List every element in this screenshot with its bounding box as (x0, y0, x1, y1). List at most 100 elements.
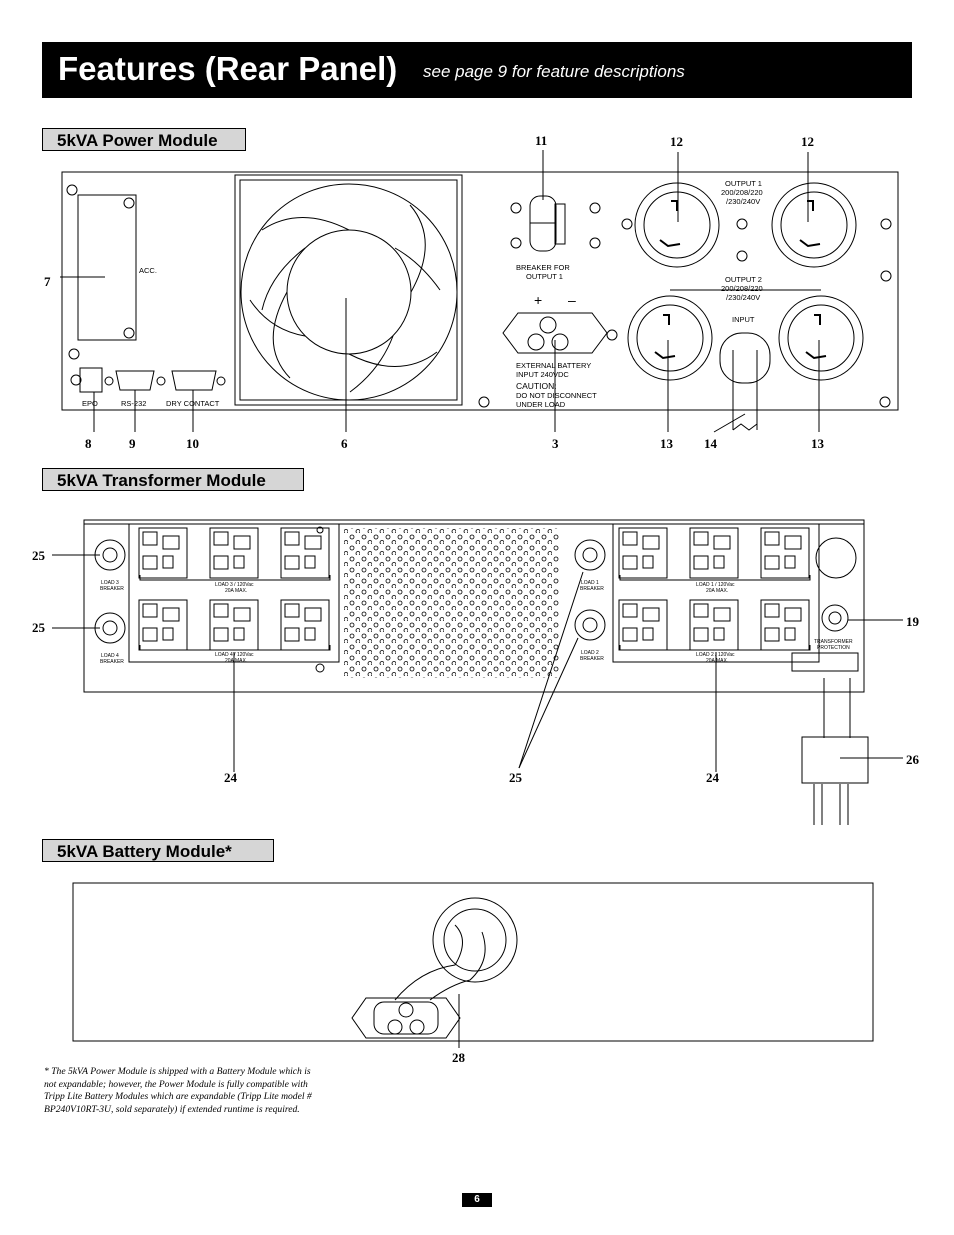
load3-breaker-label-2: BREAKER (100, 586, 124, 592)
plus-sign: + (534, 292, 542, 308)
output1-receptacle-b-icon (771, 182, 857, 268)
power-cord-plug-body (801, 736, 869, 784)
input-cord-strain-relief (719, 332, 771, 384)
caution-line2: UNDER LOAD (516, 400, 566, 409)
battery-panel-outline (72, 882, 874, 1042)
load2-rating-1: LOAD 2 / 120Vac (696, 652, 735, 658)
transformer-module-diagram: LOAD 3 BREAKER LOAD 4 BREAKER LOAD 1 BRE… (32, 519, 920, 825)
caution-line1: DO NOT DISCONNECT (516, 391, 597, 400)
load4-breaker-label-2: BREAKER (100, 659, 124, 665)
outlet-load4-c (280, 599, 330, 651)
transformer-protection-label-2: PROTECTION (817, 645, 850, 651)
page-title: Features (Rear Panel) (58, 50, 398, 87)
load2-breaker-label-2: BREAKER (580, 656, 604, 662)
ext-battery-label-line1: EXTERNAL BATTERY (516, 361, 591, 370)
epo-label: EPO (82, 399, 98, 408)
output2-label-line2: 200/208/220 (721, 284, 763, 293)
outlet-load3-a (138, 527, 188, 579)
epo-port-icon (79, 367, 103, 393)
load4-breaker-label-1: LOAD 4 (101, 653, 119, 659)
page-number: 6 (462, 1193, 492, 1207)
callout-28: 28 (452, 1050, 466, 1065)
power-panel-outline (61, 171, 899, 411)
callout-14: 14 (704, 436, 718, 451)
transformer-panel-outline (83, 519, 865, 693)
ext-battery-label-line2: INPUT 240VDC (516, 370, 569, 379)
callout-25-b: 25 (32, 620, 46, 635)
callout-24-b: 24 (706, 770, 720, 785)
load2-breaker-label-1: LOAD 2 (581, 650, 599, 656)
output2-label-line3: /230/240V (726, 293, 760, 302)
battery-cord-grommet-icon (432, 897, 518, 983)
load4-rating-1: LOAD 4 / 120Vac (215, 652, 254, 658)
outlet-load4-b (209, 599, 259, 651)
callout-13-a: 13 (660, 436, 674, 451)
section-battery-module: 5kVA Battery Module* (42, 839, 274, 862)
load4-rating-2: 20A MAX. (225, 658, 247, 664)
callout-26: 26 (906, 752, 920, 767)
callout-7: 7 (44, 274, 51, 289)
transformer-protection-label-1: TRANSFORMER (814, 639, 853, 645)
load1-breaker-label-1: LOAD 1 (581, 580, 599, 586)
accessory-slot-cover (77, 194, 137, 341)
output1-label-line2: 200/208/220 (721, 188, 763, 197)
caution-label: CAUTION: (516, 381, 557, 391)
outlet-load1-b (689, 527, 739, 579)
callout-12-b: 12 (801, 134, 814, 149)
breaker-label-line2: OUTPUT 1 (526, 272, 563, 281)
load1-rating-2: 20A MAX. (706, 588, 728, 594)
transformer-panel-callouts: 25 25 19 24 25 24 26 (32, 548, 920, 785)
outlet-load4-a (138, 599, 188, 651)
callout-9: 9 (129, 436, 136, 451)
minus-sign: – (568, 292, 576, 308)
screw-icons (66, 184, 892, 408)
transformer-panel-labels: LOAD 3 BREAKER LOAD 4 BREAKER LOAD 1 BRE… (100, 580, 853, 665)
load2-rating-2: 20A MAX. (706, 658, 728, 664)
load3-breaker-label-1: LOAD 3 (101, 580, 119, 586)
rs232-port-icon (115, 370, 155, 391)
load2-breaker-icon (574, 609, 606, 641)
load1-breaker-icon (574, 539, 606, 571)
load3-rating-1: LOAD 3 / 120Vac (215, 582, 254, 588)
section-transformer-module: 5kVA Transformer Module (42, 468, 304, 491)
vent-grille (344, 528, 559, 678)
page-subtitle: see page 9 for feature descriptions (423, 62, 685, 81)
output1-receptacle-a-icon (634, 182, 720, 268)
callout-25-c: 25 (509, 770, 523, 785)
dry-contact-label: DRY CONTACT (166, 399, 220, 408)
section-power-module: 5kVA Power Module (42, 128, 246, 151)
callout-6: 6 (341, 436, 348, 451)
fan-grille-icon (240, 183, 458, 401)
outlet-load3-b (209, 527, 259, 579)
external-battery-connector-icon (502, 312, 608, 354)
output1-label-line3: /230/240V (726, 197, 760, 206)
dry-contact-port-icon (171, 370, 217, 391)
callout-3: 3 (552, 436, 559, 451)
outlet-load2-c (760, 599, 810, 651)
output1-label-line1: OUTPUT 1 (725, 179, 762, 188)
acc-label: ACC. (139, 266, 157, 275)
callout-24-a: 24 (224, 770, 238, 785)
cord-grommet-icon (815, 537, 857, 579)
fan-housing (234, 174, 463, 406)
callout-8: 8 (85, 436, 92, 451)
callout-13-b: 13 (811, 436, 825, 451)
callout-10: 10 (186, 436, 199, 451)
callout-11: 11 (535, 133, 547, 148)
load3-rating-2: 20A MAX. (225, 588, 247, 594)
callout-19: 19 (906, 614, 920, 629)
outlet-load3-c (280, 527, 330, 579)
battery-connector-icon (351, 997, 461, 1039)
power-panel-callouts: 7 8 9 10 6 11 12 12 3 13 14 13 (44, 133, 825, 451)
outlet-load2-a (618, 599, 668, 651)
power-panel-labels: ACC. EPO RS-232 DRY CONTACT BREAKER FOR … (82, 179, 763, 409)
load1-rating-1: LOAD 1 / 120Vac (696, 582, 735, 588)
outlet-load2-b (689, 599, 739, 651)
load1-breaker-label-2: BREAKER (580, 586, 604, 592)
output2-label-line1: OUTPUT 2 (725, 275, 762, 284)
input-label: INPUT (732, 315, 755, 324)
page-header: Features (Rear Panel) see page 9 for fea… (42, 42, 912, 98)
outlet-load1-c (760, 527, 810, 579)
rs232-label: RS-232 (121, 399, 146, 408)
breaker-label-line1: BREAKER FOR (516, 263, 570, 272)
